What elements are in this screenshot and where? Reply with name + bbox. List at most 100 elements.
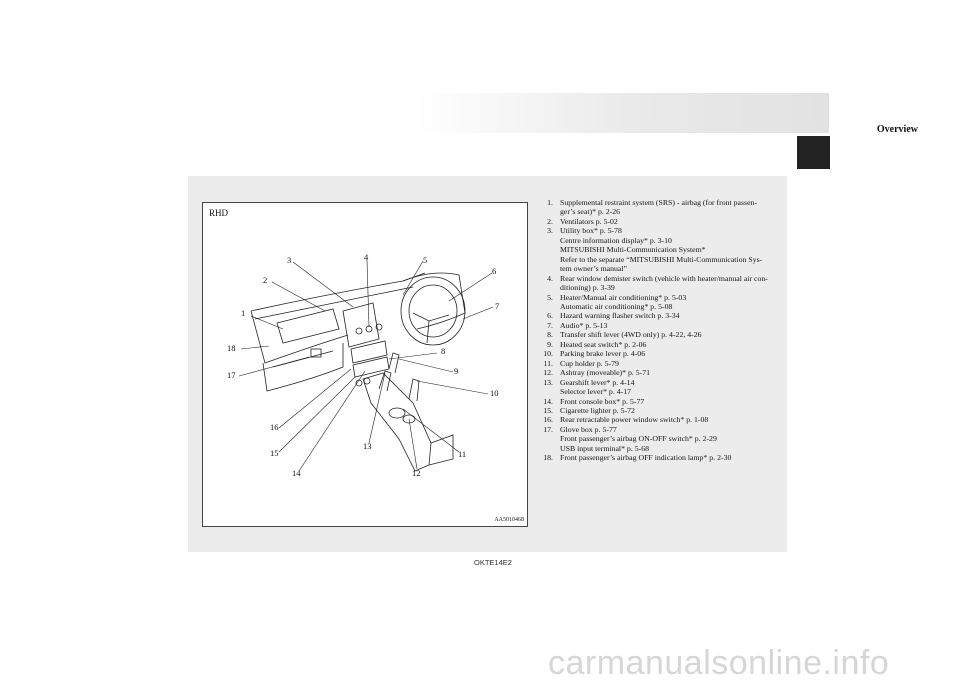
legend-item-text: Cigarette lighter p. 5-72: [560, 405, 635, 415]
callout-numbers: 1 2 3 4 5 6 7 8 9 10 11 12 13 14 15 16 1…: [227, 252, 499, 478]
callout-1: 1: [241, 308, 245, 318]
window-switch: [363, 377, 371, 385]
legend-item-number: 11.: [543, 358, 553, 368]
legend-item: 12. Ashtray (moveable)* p. 5-71: [533, 368, 788, 377]
callout-10: 10: [490, 388, 499, 398]
legend-item-number: 6.: [547, 311, 553, 321]
legend-item: 8. Transfer shift lever (4WD only) p. 4-2…: [533, 330, 788, 339]
callout-16: 16: [270, 422, 279, 432]
center-display: [342, 302, 380, 348]
callout-3: 3: [287, 255, 291, 265]
passenger-airbag-panel: [276, 308, 340, 344]
legend-item-number: 7.: [547, 320, 553, 330]
legend-item: 5. Heater/Manual air conditioning* p. 5-0…: [533, 293, 788, 312]
legend-item-text: Front passenger’s airbag ON-OFF switch* …: [560, 434, 717, 444]
legend-item-number: 18.: [543, 453, 553, 463]
legend-item: 16. Rear retractable power window switch*…: [533, 415, 788, 424]
legend-item: 7. Audio* p. 5-13: [533, 321, 788, 330]
dashboard-drawing: [250, 272, 466, 472]
callout-18: 18: [227, 343, 236, 353]
figure-code: AA5010468: [494, 517, 524, 523]
legend-item-text: Automatic air conditioning* p. 5-08: [560, 301, 673, 311]
legend-item-text: Cup holder p. 5-79: [560, 358, 619, 368]
legend-item: 11. Cup holder p. 5-79: [533, 359, 788, 368]
page-title: Overview: [876, 124, 918, 135]
callout-14: 14: [292, 468, 301, 478]
legend-item: 4. Rear window demister switch (vehicle w…: [533, 274, 788, 293]
legend-item-number: 3.: [547, 226, 553, 236]
callout-5: 5: [423, 255, 427, 265]
legend-item-number: 9.: [547, 339, 553, 349]
callout-17: 17: [227, 370, 236, 380]
callout-15: 15: [270, 448, 279, 458]
steering-wheel-inner: [408, 284, 458, 338]
steering-spoke: [412, 312, 450, 322]
legend-item-text: Front console box* p. 5-77: [560, 396, 645, 406]
legend-item: 15. Cigarette lighter p. 5-72: [533, 406, 788, 415]
glove-box-outline: [262, 343, 344, 392]
legend-item-number: 12.: [543, 368, 553, 378]
glove-box-handle: [310, 348, 322, 358]
legend-item-text: Supplemental restraint system (SRS) - ai…: [560, 198, 758, 207]
legend-item-text: Ventilators p. 5-02: [560, 216, 618, 226]
callout-6: 6: [492, 266, 496, 276]
legend-item-number: 10.: [543, 349, 553, 359]
callout-13: 13: [363, 441, 372, 451]
legend-item-text: Heater/Manual air conditioning* p. 5-03: [560, 292, 687, 302]
section-tab-marker: [797, 136, 830, 169]
legend-item-text: Parking brake lever p. 4-06: [560, 349, 646, 359]
legend-item-number: 17.: [543, 424, 553, 434]
passenger-dash-face: [250, 310, 349, 364]
legend-item-number: 16.: [543, 415, 553, 425]
legend-item-number: 2.: [547, 216, 553, 226]
callout-4: 4: [364, 252, 369, 262]
legend-item-text: MITSUBISHI Multi-Communication System*: [560, 245, 706, 255]
legend-item-number: 4.: [547, 273, 553, 283]
callout-12: 12: [412, 468, 421, 478]
center-console: [362, 372, 432, 472]
steering-column: [426, 320, 430, 344]
legend-item-text: Centre information display* p. 3-10: [560, 235, 672, 245]
legend-item-text: Front passenger’s airbag OFF indication …: [560, 453, 732, 463]
legend-item-text: Audio* p. 5-13: [560, 320, 608, 330]
dash-upper-line: [254, 286, 414, 320]
cup-holder: [388, 407, 406, 419]
callout-7: 7: [495, 301, 499, 311]
legend-item-text: Rear retractable power window switch* p.…: [560, 415, 709, 425]
legend-item: 1. Supplemental restraint system (SRS) - …: [533, 198, 788, 217]
legend-item-text: ditioning) p. 3-39: [560, 283, 615, 293]
legend-item-number: 5.: [547, 292, 553, 302]
legend-item-text: Transfer shift lever (4WD only) p. 4-22,…: [560, 330, 702, 340]
legend-item-text: USB input terminal* p. 5-68: [560, 443, 650, 453]
figure-label: RHD: [209, 208, 229, 218]
center-knob-right: [375, 323, 383, 331]
legend-item-number: 1.: [547, 198, 553, 207]
legend-item-text: Glove box p. 5-77: [560, 424, 617, 434]
console-rear: [428, 434, 454, 466]
leader-lines: [238, 259, 494, 472]
dashboard-figure: RHD: [202, 202, 528, 527]
legend-item: 2. Ventilators p. 5-02: [533, 217, 788, 226]
legend-item-text: Gearshift lever* p. 4-14: [560, 377, 635, 387]
legend-item-text: tem owner’s manual”: [560, 264, 627, 274]
legend-item-text: Hazard warning flasher switch p. 3-34: [560, 311, 680, 321]
legend-item-text: Ashtray (moveable)* p. 5-71: [560, 368, 651, 378]
gear-lever: [378, 370, 392, 392]
legend-item-number: 15.: [543, 405, 553, 415]
instrument-hood: [402, 272, 466, 330]
legend-item-text: Rear window demister switch (vehicle wit…: [560, 273, 768, 283]
legend-item-text: Utility box* p. 5-78: [560, 226, 622, 236]
legend-item: 6. Hazard warning flasher switch p. 3-34: [533, 311, 788, 320]
legend-item-text: ger’s seat)* p. 2-26: [560, 207, 621, 217]
callout-11: 11: [458, 449, 466, 459]
legend-item: 14.Front console box* p. 5-77: [533, 397, 788, 406]
parking-brake: [408, 378, 420, 402]
legend-item-text: Heated seat switch* p. 2-06: [560, 339, 647, 349]
ashtray: [402, 414, 416, 424]
legend-item-number: 8.: [547, 330, 553, 340]
callout-2: 2: [263, 275, 267, 285]
callout-8: 8: [441, 346, 445, 356]
audio-unit: [350, 340, 388, 364]
